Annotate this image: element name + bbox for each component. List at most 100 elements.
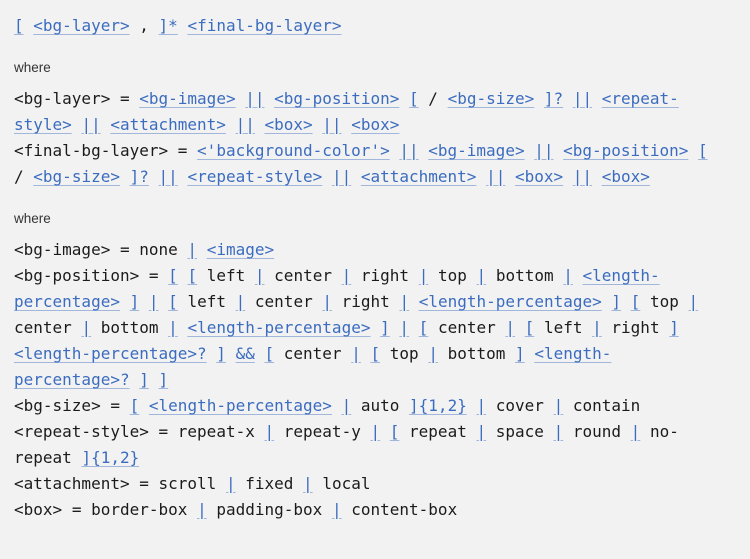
syntax-link[interactable]: ] bbox=[216, 344, 226, 363]
syntax-link[interactable]: && bbox=[235, 344, 255, 363]
syntax-link[interactable]: <length- bbox=[582, 266, 660, 285]
syntax-text: <box> bbox=[14, 500, 63, 519]
syntax-link[interactable]: | bbox=[235, 292, 246, 311]
syntax-link[interactable]: <bg-position> bbox=[563, 141, 689, 160]
syntax-link[interactable]: <length-percentage> bbox=[418, 292, 602, 311]
syntax-text: none bbox=[139, 240, 178, 259]
syntax-link[interactable]: | bbox=[688, 292, 699, 311]
syntax-link[interactable]: <attachment> bbox=[110, 115, 226, 134]
syntax-link[interactable]: | bbox=[418, 266, 429, 285]
syntax-link[interactable]: <repeat-style> bbox=[187, 167, 323, 186]
syntax-link[interactable]: || bbox=[572, 89, 593, 108]
syntax-link[interactable]: [ bbox=[14, 16, 24, 35]
syntax-link[interactable]: | bbox=[630, 422, 641, 441]
syntax-link[interactable]: || bbox=[81, 115, 101, 134]
syntax-link[interactable]: ] bbox=[139, 370, 149, 389]
syntax-link[interactable]: | bbox=[322, 292, 332, 311]
syntax-link[interactable]: <length- bbox=[534, 344, 612, 363]
syntax-line: style> || <attachment> || <box> || <box> bbox=[14, 112, 736, 138]
syntax-link[interactable]: | bbox=[148, 292, 159, 311]
syntax-link[interactable]: <bg-position> bbox=[274, 89, 400, 108]
syntax-link[interactable]: | bbox=[303, 474, 313, 493]
syntax-link[interactable]: <length-percentage> bbox=[187, 318, 371, 337]
syntax-link[interactable]: [ bbox=[168, 266, 178, 285]
syntax-link[interactable]: [ bbox=[389, 422, 400, 441]
syntax-link[interactable]: ]* bbox=[158, 16, 178, 35]
syntax-link[interactable]: <length-percentage>? bbox=[14, 344, 207, 363]
syntax-link[interactable]: [ bbox=[168, 292, 178, 311]
syntax-link[interactable]: percentage> bbox=[14, 292, 120, 311]
syntax-link[interactable]: <bg-size> bbox=[447, 89, 535, 108]
syntax-link[interactable]: | bbox=[592, 318, 602, 337]
syntax-link[interactable]: ] bbox=[515, 344, 525, 363]
syntax-link[interactable]: || bbox=[235, 115, 255, 134]
syntax-line: center | bottom | <length-percentage> ] … bbox=[14, 315, 736, 341]
syntax-link[interactable]: <bg-image> bbox=[139, 89, 236, 108]
syntax-link[interactable]: <attachment> bbox=[360, 167, 477, 186]
syntax-link[interactable]: <repeat- bbox=[601, 89, 679, 108]
syntax-link[interactable]: [ bbox=[630, 292, 641, 311]
syntax-link[interactable]: [ bbox=[187, 266, 198, 285]
syntax-link[interactable]: | bbox=[264, 422, 275, 441]
syntax-link[interactable]: | bbox=[399, 292, 410, 311]
syntax-link[interactable]: | bbox=[505, 318, 516, 337]
syntax-link[interactable]: | bbox=[476, 422, 487, 441]
syntax-link[interactable]: <box> bbox=[601, 167, 650, 186]
syntax-link[interactable]: <'background-color'> bbox=[197, 141, 390, 160]
syntax-link[interactable]: || bbox=[322, 115, 342, 134]
syntax-link[interactable]: ]{1,2} bbox=[81, 448, 140, 467]
syntax-link[interactable]: || bbox=[245, 89, 265, 108]
syntax-link[interactable]: || bbox=[486, 167, 506, 186]
syntax-link[interactable]: <box> bbox=[351, 115, 400, 134]
syntax-link[interactable]: | bbox=[341, 396, 352, 415]
syntax-link[interactable]: [ bbox=[698, 141, 708, 160]
syntax-link[interactable]: | bbox=[81, 318, 92, 337]
syntax-link[interactable]: | bbox=[331, 500, 342, 519]
syntax-link[interactable]: | bbox=[225, 474, 236, 493]
syntax-link[interactable]: ]? bbox=[129, 167, 149, 186]
syntax-link[interactable]: ] bbox=[669, 318, 679, 337]
syntax-link[interactable]: ]{1,2} bbox=[409, 396, 467, 415]
syntax-link[interactable]: <box> bbox=[264, 115, 313, 134]
syntax-link[interactable]: | bbox=[428, 344, 438, 363]
syntax-link[interactable]: || bbox=[572, 167, 593, 186]
syntax-link[interactable]: | bbox=[168, 318, 178, 337]
syntax-link[interactable]: <length-percentage> bbox=[148, 396, 332, 415]
syntax-link[interactable]: ] bbox=[611, 292, 622, 311]
syntax-link[interactable]: <bg-size> bbox=[33, 167, 120, 186]
syntax-link[interactable]: | bbox=[341, 266, 352, 285]
syntax-link[interactable]: [ bbox=[524, 318, 535, 337]
syntax-link[interactable]: || bbox=[534, 141, 554, 160]
syntax-link[interactable]: | bbox=[370, 422, 381, 441]
syntax-link[interactable]: ] bbox=[380, 318, 390, 337]
syntax-link[interactable]: | bbox=[187, 240, 198, 259]
syntax-link[interactable]: <bg-layer> bbox=[33, 16, 130, 35]
syntax-link[interactable]: percentage>? bbox=[14, 370, 130, 389]
syntax-link[interactable]: <image> bbox=[206, 240, 275, 259]
syntax-link[interactable]: | bbox=[254, 266, 265, 285]
syntax-text: = bbox=[71, 500, 82, 519]
syntax-link[interactable]: | bbox=[197, 500, 207, 519]
syntax-link[interactable]: <final-bg-layer> bbox=[187, 16, 342, 35]
syntax-link[interactable]: || bbox=[399, 141, 419, 160]
syntax-link[interactable]: <box> bbox=[514, 167, 564, 186]
syntax-link[interactable]: | bbox=[351, 344, 361, 363]
syntax-link[interactable]: [ bbox=[264, 344, 275, 363]
syntax-link[interactable]: ] bbox=[129, 292, 140, 311]
syntax-link[interactable]: | bbox=[476, 266, 487, 285]
syntax-link[interactable]: [ bbox=[409, 89, 419, 108]
syntax-link[interactable]: style> bbox=[14, 115, 72, 134]
syntax-link[interactable]: | bbox=[553, 396, 564, 415]
syntax-link[interactable]: [ bbox=[370, 344, 381, 363]
syntax-link[interactable]: || bbox=[331, 167, 352, 186]
syntax-link[interactable]: [ bbox=[418, 318, 429, 337]
syntax-link[interactable]: [ bbox=[129, 396, 140, 415]
syntax-link[interactable]: || bbox=[158, 167, 178, 186]
syntax-link[interactable]: ] bbox=[158, 370, 169, 389]
syntax-link[interactable]: | bbox=[563, 266, 573, 285]
syntax-link[interactable]: ]? bbox=[543, 89, 564, 108]
syntax-link[interactable]: | bbox=[399, 318, 410, 337]
syntax-link[interactable]: | bbox=[553, 422, 564, 441]
syntax-link[interactable]: <bg-image> bbox=[428, 141, 525, 160]
syntax-link[interactable]: | bbox=[476, 396, 487, 415]
